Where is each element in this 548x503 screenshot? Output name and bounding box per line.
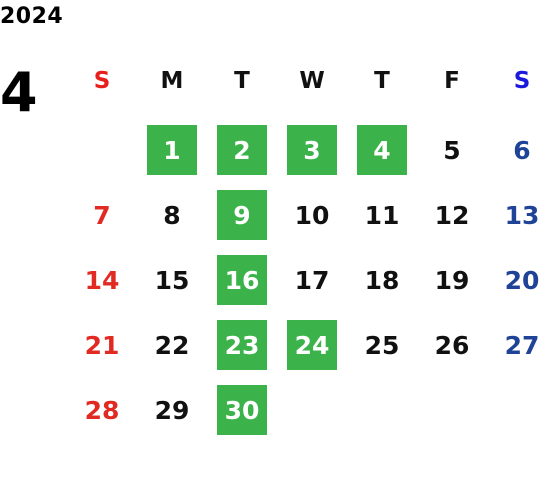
day-cell[interactable]: 23 (217, 320, 267, 370)
day-cell[interactable]: 17 (294, 265, 330, 295)
weekday-header-wed: W (299, 68, 325, 94)
day-cell[interactable]: 29 (154, 395, 190, 425)
day-cell[interactable]: 25 (364, 330, 400, 360)
day-cell[interactable]: 28 (84, 395, 120, 425)
day-cell[interactable]: 5 (443, 135, 461, 165)
day-cell[interactable]: 2 (217, 125, 267, 175)
day-cell[interactable]: 12 (434, 200, 470, 230)
day-cell[interactable]: 3 (287, 125, 337, 175)
day-cell[interactable]: 21 (84, 330, 120, 360)
year-label: 2024 (0, 4, 64, 29)
day-cell[interactable]: 24 (287, 320, 337, 370)
day-cell (427, 385, 477, 435)
weekday-header-tue: T (234, 68, 250, 94)
weekday-header-mon: M (160, 68, 184, 94)
day-cell[interactable]: 13 (504, 200, 540, 230)
weekday-header-sat: S (513, 68, 531, 94)
month-label: 4 (0, 61, 38, 124)
day-cell (497, 385, 547, 435)
day-cell[interactable]: 22 (154, 330, 190, 360)
day-cell[interactable]: 14 (84, 265, 120, 295)
weekday-header-fri: F (444, 68, 460, 94)
day-cell[interactable]: 15 (154, 265, 190, 295)
day-cell (357, 385, 407, 435)
day-cell[interactable]: 11 (364, 200, 400, 230)
day-cell[interactable]: 16 (217, 255, 267, 305)
day-cell[interactable]: 7 (93, 200, 111, 230)
day-cell[interactable]: 30 (217, 385, 267, 435)
weekday-header-sun: S (93, 68, 111, 94)
day-cell[interactable]: 9 (217, 190, 267, 240)
day-cell[interactable]: 4 (357, 125, 407, 175)
day-cell[interactable]: 1 (147, 125, 197, 175)
day-cell[interactable]: 27 (504, 330, 540, 360)
day-cell[interactable]: 8 (163, 200, 181, 230)
weekday-header-thu: T (374, 68, 390, 94)
day-cell[interactable]: 10 (294, 200, 330, 230)
day-cell[interactable]: 20 (504, 265, 540, 295)
day-cell[interactable]: 26 (434, 330, 470, 360)
day-cell (287, 385, 337, 435)
day-cell[interactable]: 18 (364, 265, 400, 295)
calendar-grid: S M T W T F S 1 2 3 4 5 6 7 8 9 10 11 12… (70, 56, 548, 456)
day-cell (77, 125, 127, 175)
day-cell[interactable]: 19 (434, 265, 470, 295)
day-cell[interactable]: 6 (513, 135, 531, 165)
